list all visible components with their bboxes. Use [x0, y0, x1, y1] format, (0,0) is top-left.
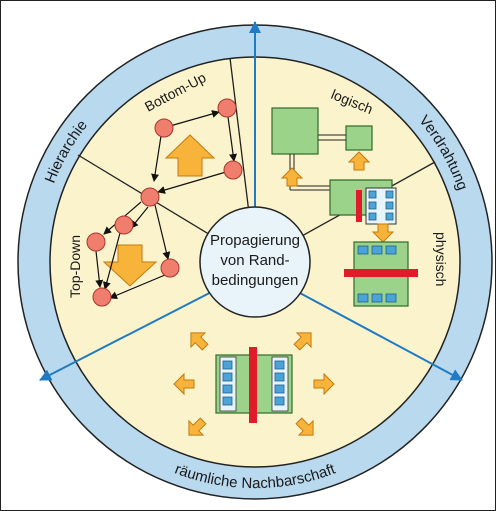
small-up-arrow-icon — [280, 167, 304, 187]
up-arrow-icon — [164, 134, 216, 177]
node — [217, 98, 237, 118]
small-down-arrow-icon — [371, 223, 395, 243]
node — [114, 215, 134, 235]
node — [86, 232, 106, 252]
center-circle — [199, 206, 311, 318]
center-line-3: bedingungen — [212, 272, 299, 289]
top-down-edges — [95, 201, 171, 299]
down-arrow-icon — [102, 244, 158, 287]
node — [223, 160, 243, 180]
neighborhood-chip-pins — [222, 360, 285, 406]
red-bar — [249, 347, 257, 423]
bottom-up-edges — [151, 110, 238, 194]
logic-block-small — [345, 125, 373, 151]
red-bar — [356, 190, 362, 222]
outward-arrows — [173, 332, 335, 436]
axis-arrow-right — [284, 284, 463, 381]
arrow-down-right-icon — [295, 417, 314, 436]
center-line-1: Propagierung — [210, 232, 300, 249]
node — [92, 287, 112, 307]
graph-nodes — [86, 98, 243, 307]
axis-arrow-left — [39, 284, 226, 381]
arrow-down-left-icon — [188, 417, 207, 436]
arrow-left-icon — [173, 372, 195, 396]
physical-chip-pins — [357, 245, 397, 303]
small-up-arrow-icon — [347, 151, 371, 171]
label-top-down: Top-Down — [67, 235, 83, 298]
chip-top-pins — [368, 190, 394, 221]
logic-block-large — [271, 107, 319, 155]
red-bar — [344, 269, 418, 277]
label-physisch: physisch — [433, 232, 449, 286]
node — [160, 258, 180, 278]
arrow-right-icon — [313, 372, 335, 396]
center-line-2: von Rand- — [220, 252, 289, 269]
arrow-up-left-icon — [190, 332, 209, 351]
node — [154, 118, 174, 138]
node — [140, 187, 160, 207]
arrow-up-right-icon — [293, 332, 312, 351]
